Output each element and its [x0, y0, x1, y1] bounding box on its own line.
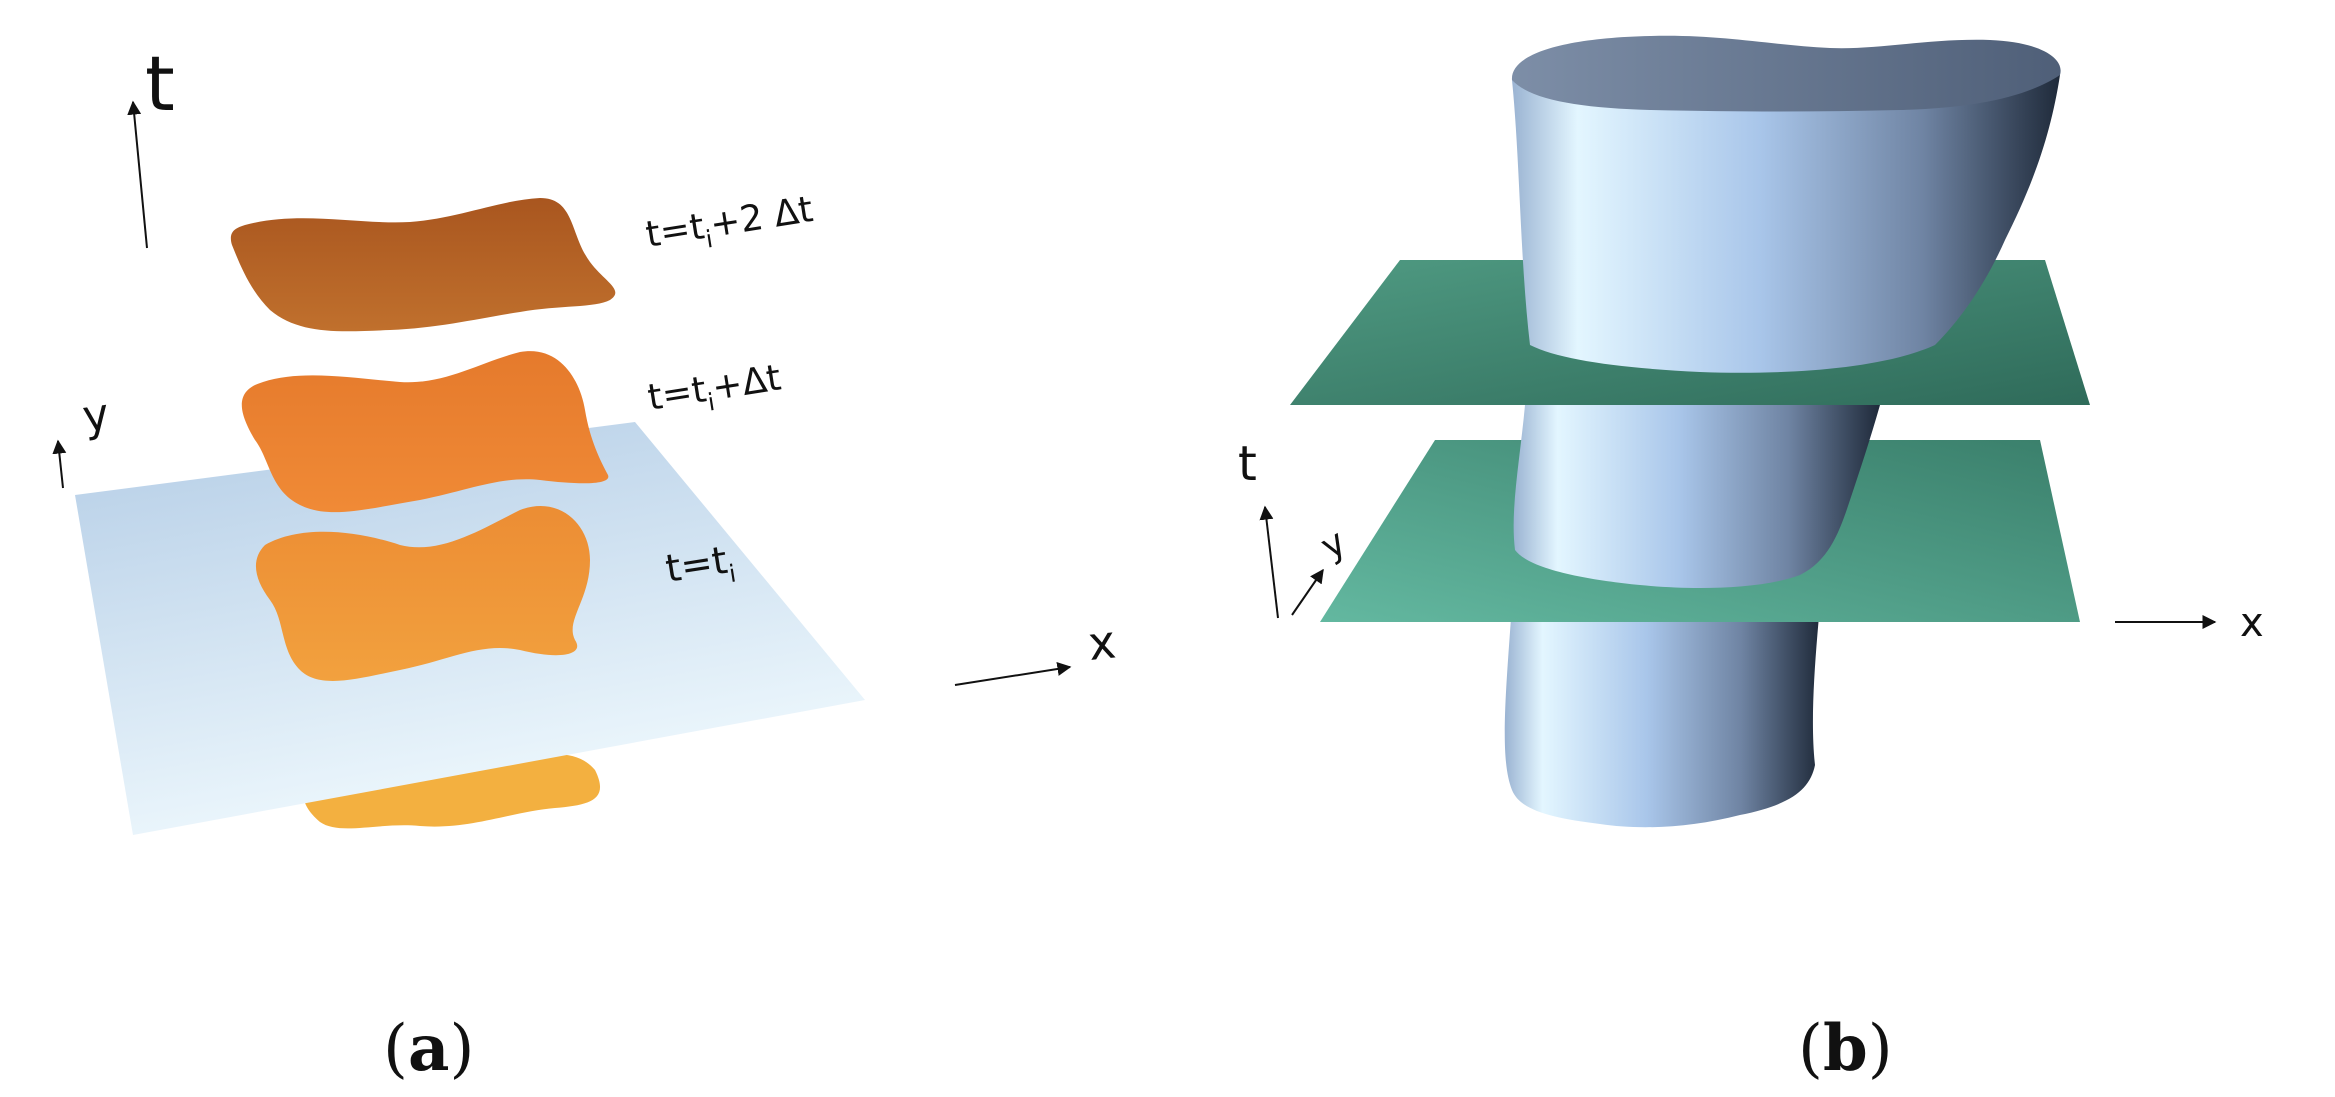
y-axis-b — [1291, 568, 1324, 616]
t-axis-label-b: t — [1238, 436, 1257, 492]
label-t-i-plus-2dt: t=ti+2 Δt — [643, 189, 817, 263]
label-t-i-plus-dt: t=ti+Δt — [645, 357, 785, 425]
caption-b: (b) — [1798, 1011, 1893, 1086]
cylinder-cap — [1511, 35, 2061, 112]
panel-a: t y x t=ti+2 Δt t=ti+Δt t=ti (a) — [52, 39, 1119, 1086]
t-axis-b — [1259, 505, 1279, 619]
slice-below-plane — [303, 754, 601, 829]
cylinder-middle-section — [1513, 405, 1880, 588]
cylinder-top-section — [1512, 75, 2060, 373]
y-axis-label-a: y — [79, 389, 112, 443]
cylinder-bottom-section — [1504, 605, 1820, 828]
slice-t-i — [255, 506, 590, 681]
label-t-i: t=ti — [663, 537, 738, 598]
panel-b: t y x (b) — [1238, 35, 2264, 1086]
x-axis-label-b: x — [2240, 600, 2264, 646]
y-axis-a — [52, 439, 67, 489]
x-axis-label-a: x — [1086, 614, 1119, 671]
slice-t-i-plus-2dt — [230, 198, 616, 332]
caption-a: (a) — [383, 1011, 474, 1086]
slice-t-i-plus-dt — [241, 351, 609, 513]
x-axis-a — [954, 662, 1072, 686]
t-axis-a — [127, 100, 148, 249]
t-axis-label-a: t — [145, 39, 175, 128]
y-axis-label-b: y — [1314, 522, 1353, 568]
